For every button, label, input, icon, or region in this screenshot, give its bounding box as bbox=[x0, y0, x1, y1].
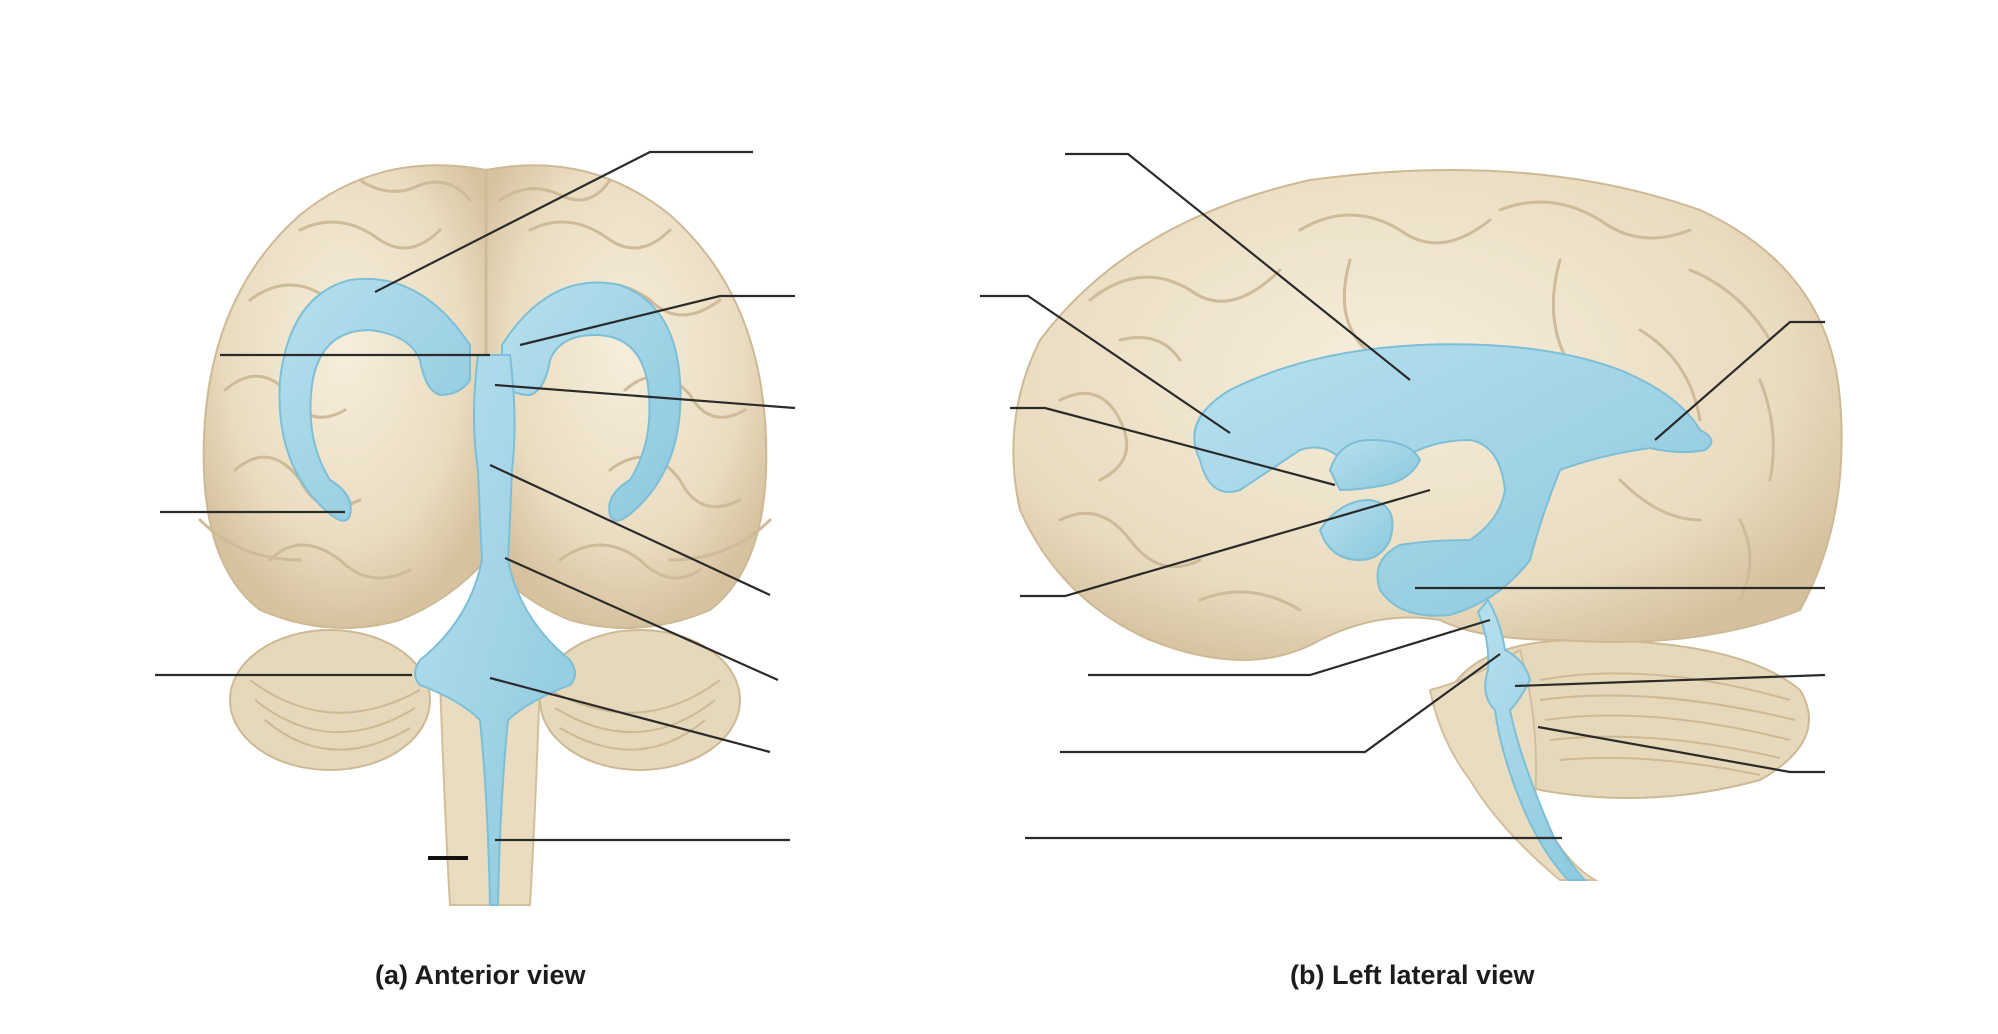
anterior-view-panel bbox=[155, 150, 796, 906]
lateral-view-panel bbox=[980, 152, 1843, 881]
leader-line bbox=[489, 676, 771, 754]
leader-lines-a bbox=[155, 150, 796, 860]
leader-line bbox=[1060, 653, 1501, 754]
leader-line bbox=[374, 150, 753, 293]
leader-line bbox=[1654, 320, 1825, 441]
leader-line bbox=[1537, 725, 1825, 774]
leader-lines-b bbox=[980, 152, 1826, 840]
leader-line bbox=[489, 464, 771, 596]
leader-line bbox=[519, 294, 795, 347]
leader-line bbox=[494, 383, 796, 410]
leader-line bbox=[1065, 152, 1411, 381]
ventricles-anterior bbox=[278, 277, 682, 906]
leader-line bbox=[1088, 618, 1491, 677]
brain-lateral-illustration bbox=[1012, 169, 1843, 881]
leader-line bbox=[1010, 406, 1336, 487]
leader-line bbox=[980, 294, 1231, 434]
ventricles-lateral bbox=[1193, 343, 1713, 881]
leader-line bbox=[1514, 673, 1826, 688]
leader-line bbox=[504, 556, 779, 682]
caption-left-lateral-view: (b) Left lateral view bbox=[1290, 960, 1535, 990]
leader-line bbox=[1020, 488, 1431, 598]
caption-anterior-view: (a) Anterior view bbox=[375, 960, 586, 990]
